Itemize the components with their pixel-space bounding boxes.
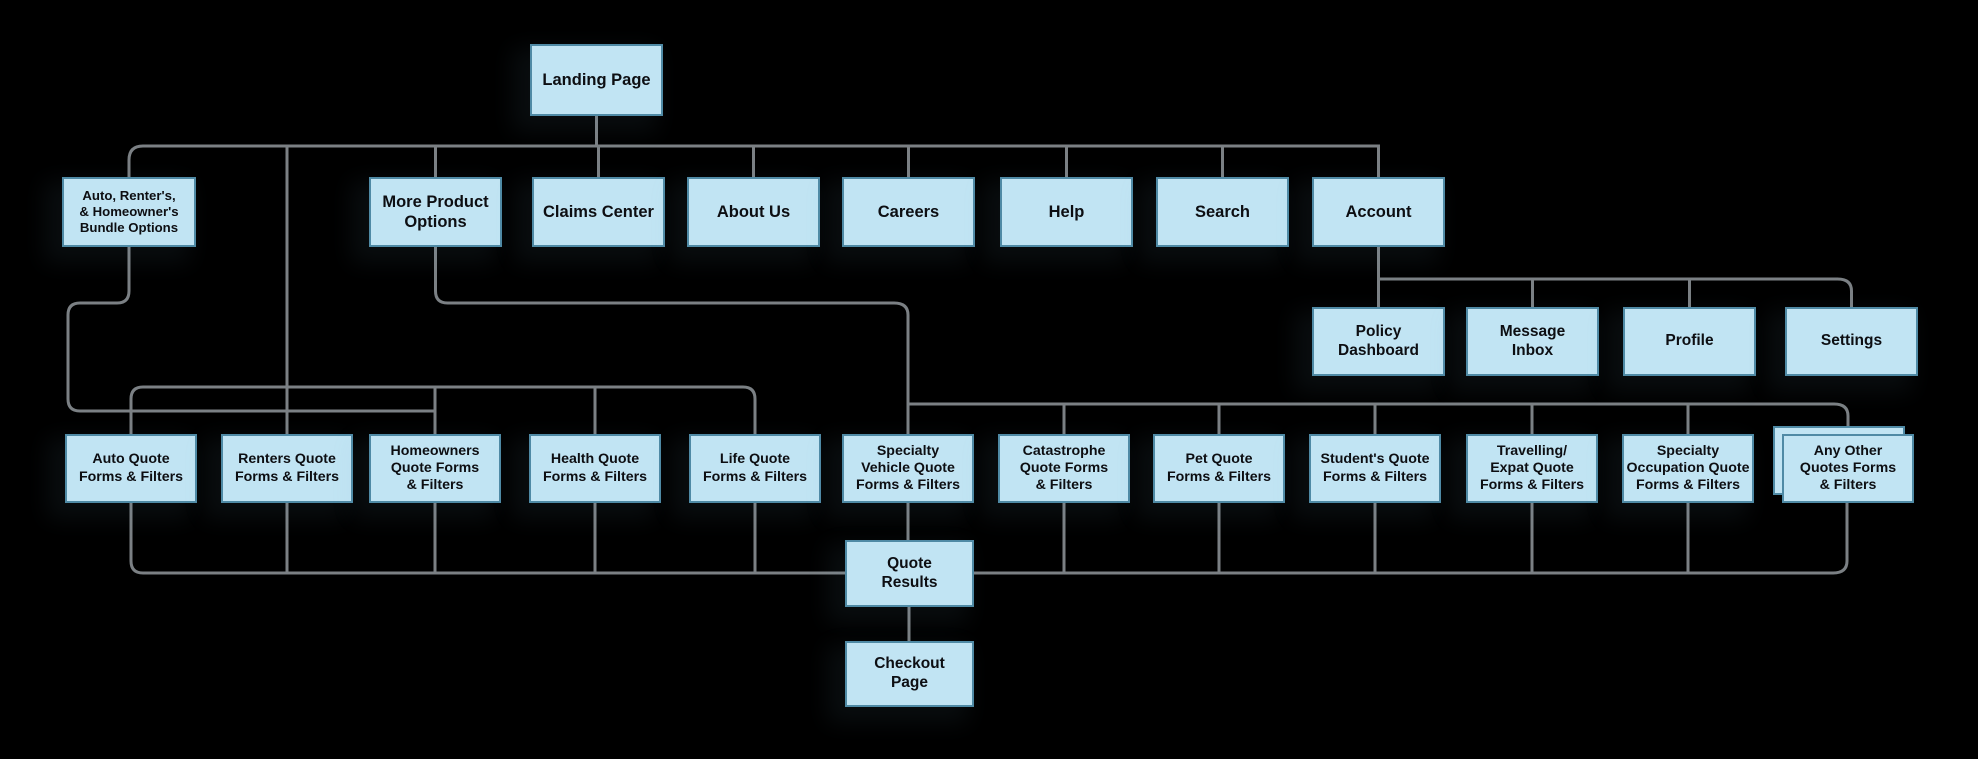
node-label: Quote Results	[881, 554, 938, 591]
node-label: Checkout Page	[874, 655, 945, 691]
node-policy-dashboard[interactable]: Policy Dashboard	[1312, 307, 1445, 376]
node-renters-quote[interactable]: Renters Quote Forms & Filters	[221, 434, 353, 503]
connector-account-bus	[1378, 277, 1853, 307]
node-label: Health Quote Forms & Filters	[542, 451, 648, 485]
node-homeowners-quote[interactable]: Homeowners Quote Forms & Filters	[369, 434, 501, 503]
node-profile[interactable]: Profile	[1623, 307, 1756, 376]
connector-bundle-out	[66, 247, 435, 413]
connector-forms-bus-right	[908, 402, 1850, 427]
node-specialty-occupation-quote[interactable]: Specialty Occupation Quote Forms & Filte…	[1622, 434, 1754, 503]
node-label: Account	[1345, 202, 1412, 221]
node-pet-quote[interactable]: Pet Quote Forms & Filters	[1153, 434, 1285, 503]
node-message-inbox[interactable]: Message Inbox	[1466, 307, 1599, 376]
node-catastrophe-quote[interactable]: Catastrophe Quote Forms & Filters	[998, 434, 1130, 503]
node-label: Claims Center	[543, 202, 654, 221]
connector-top-bus	[127, 144, 1380, 177]
connector-results-bus	[129, 503, 1849, 575]
node-students-quote[interactable]: Student's Quote Forms & Filters	[1309, 434, 1441, 503]
node-account[interactable]: Account	[1312, 177, 1445, 247]
node-travelling-expat-quote[interactable]: Travelling/ Expat Quote Forms & Filters	[1466, 434, 1598, 503]
node-label: Specialty Vehicle Quote Forms & Filters	[855, 442, 961, 494]
node-label: Catastrophe Quote Forms & Filters	[1019, 442, 1109, 494]
node-help[interactable]: Help	[1000, 177, 1133, 247]
node-label: Landing Page	[542, 70, 651, 89]
node-claims-center[interactable]: Claims Center	[532, 177, 665, 247]
connector-more-products-out	[434, 247, 910, 434]
connector-forms-bus-left	[129, 385, 757, 434]
node-label: Careers	[877, 202, 940, 221]
node-label: Life Quote Forms & Filters	[702, 451, 808, 485]
node-about-us[interactable]: About Us	[687, 177, 820, 247]
node-label: Policy Dashboard	[1338, 322, 1419, 359]
node-label: About Us	[716, 202, 791, 221]
node-label: Homeowners Quote Forms & Filters	[390, 442, 480, 494]
node-label: Auto, Renter's, & Homeowner's Bundle Opt…	[79, 187, 179, 236]
node-bundle-options[interactable]: Auto, Renter's, & Homeowner's Bundle Opt…	[62, 177, 196, 247]
node-label: Settings	[1820, 332, 1883, 350]
node-settings[interactable]: Settings	[1785, 307, 1918, 376]
node-life-quote[interactable]: Life Quote Forms & Filters	[689, 434, 821, 503]
node-search[interactable]: Search	[1156, 177, 1289, 247]
node-label: Search	[1194, 202, 1251, 221]
node-label: Message Inbox	[1499, 322, 1566, 359]
node-label: Profile	[1665, 332, 1714, 350]
node-label: Specialty Occupation Quote Forms & Filte…	[1626, 442, 1750, 494]
node-more-product-options[interactable]: More Product Options	[369, 177, 502, 247]
node-label: Pet Quote Forms & Filters	[1166, 451, 1272, 485]
node-label: Any Other Quotes Forms & Filters	[1799, 442, 1897, 494]
node-label: Renters Quote Forms & Filters	[234, 451, 340, 485]
node-health-quote[interactable]: Health Quote Forms & Filters	[529, 434, 661, 503]
node-label: Student's Quote Forms & Filters	[1320, 451, 1430, 485]
node-label: Help	[1048, 202, 1085, 221]
node-checkout-page[interactable]: Checkout Page	[845, 641, 974, 707]
node-label: Auto Quote Forms & Filters	[78, 451, 184, 485]
node-quote-results[interactable]: Quote Results	[845, 540, 974, 607]
node-careers[interactable]: Careers	[842, 177, 975, 247]
node-label: Travelling/ Expat Quote Forms & Filters	[1479, 442, 1585, 494]
node-landing-page[interactable]: Landing Page	[530, 44, 663, 116]
node-auto-quote[interactable]: Auto Quote Forms & Filters	[65, 434, 197, 503]
node-any-other-quote[interactable]: Any Other Quotes Forms & Filters	[1782, 434, 1914, 503]
node-label: More Product Options	[382, 192, 489, 231]
node-specialty-vehicle-quote[interactable]: Specialty Vehicle Quote Forms & Filters	[842, 434, 974, 503]
